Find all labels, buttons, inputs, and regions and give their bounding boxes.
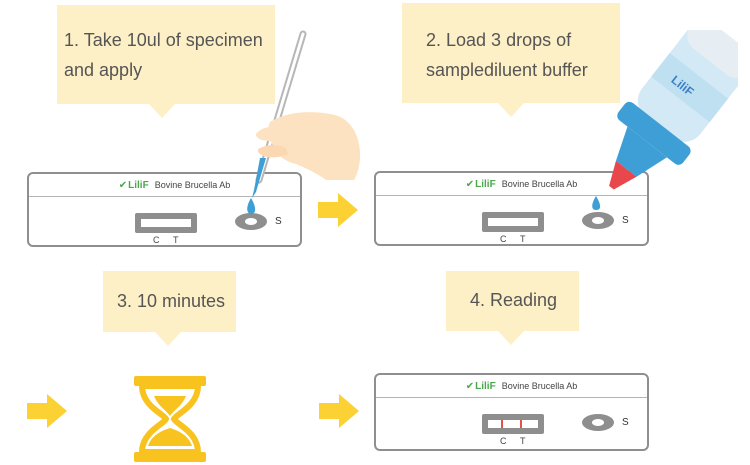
arrow-right-icon <box>318 193 358 227</box>
result-strip <box>141 219 191 227</box>
brand-logo: ✔LiliF <box>466 179 496 190</box>
step-1-line-2: and apply <box>64 60 143 80</box>
product-name: Bovine Brucella Ab <box>154 180 231 190</box>
step-4-bubble: 4. Reading <box>446 271 579 345</box>
step-2-line-2: samplediluent buffer <box>426 60 588 80</box>
step-1-bubble: 1. Take 10ul of specimen and apply <box>57 5 275 118</box>
bubble-tail <box>155 332 181 346</box>
result-strip <box>488 420 538 428</box>
brand-name: LiliF <box>475 380 496 392</box>
step-4-label: 4. Reading <box>470 290 558 310</box>
step-3-bubble: 3. 10 minutes <box>103 271 236 346</box>
result-window <box>135 213 197 233</box>
step-3-label: 3. 10 minutes <box>117 291 226 311</box>
control-line-label: C <box>500 234 507 244</box>
result-window <box>482 414 544 434</box>
test-line-label: T <box>520 234 526 244</box>
cassette-header: ✔LiliF Bovine Brucella Ab <box>29 174 300 197</box>
sample-well-label: S <box>275 216 282 227</box>
bubble-tail <box>498 103 524 117</box>
hand-icon <box>255 112 361 180</box>
test-line-label: T <box>173 235 179 245</box>
cassette-header: ✔LiliF Bovine Brucella Ab <box>376 173 647 196</box>
product-name: Bovine Brucella Ab <box>501 179 578 189</box>
dropper-bottle-icon: LiliF <box>578 30 738 210</box>
leaf-icon: ✔ <box>118 179 128 191</box>
test-line-label: T <box>520 436 526 446</box>
step-2-line-1: 2. Load 3 drops of <box>426 30 572 50</box>
pipette-hand-illustration <box>230 30 365 220</box>
arrow-right-icon <box>27 394 67 428</box>
sample-well-label: S <box>622 417 629 428</box>
test-cassette-3: ✔LiliF Bovine Brucella Ab C T S <box>374 373 649 451</box>
leaf-icon: ✔ <box>465 178 475 190</box>
control-line <box>501 420 503 428</box>
sample-well-label: S <box>622 215 629 226</box>
cassette-header: ✔LiliF Bovine Brucella Ab <box>376 375 647 398</box>
step-2-bubble: 2. Load 3 drops of samplediluent buffer <box>402 3 620 117</box>
test-line <box>520 420 522 428</box>
bubble-tail <box>149 104 175 118</box>
brand-logo: ✔LiliF <box>119 180 149 191</box>
hourglass-icon <box>134 376 206 462</box>
brand-name: LiliF <box>475 178 496 190</box>
sample-well <box>582 212 614 229</box>
arrow-right-icon <box>319 394 359 428</box>
sample-well <box>235 213 267 230</box>
control-line-label: C <box>153 235 160 245</box>
product-name: Bovine Brucella Ab <box>501 381 578 391</box>
test-cassette-2: ✔LiliF Bovine Brucella Ab C T S <box>374 171 649 246</box>
step-1-line-1: 1. Take 10ul of specimen <box>64 30 263 50</box>
control-line-label: C <box>500 436 507 446</box>
result-window <box>482 212 544 232</box>
sample-well <box>582 414 614 431</box>
brand-logo: ✔LiliF <box>466 381 496 392</box>
result-strip <box>488 218 538 226</box>
bubble-tail <box>498 331 524 345</box>
brand-name: LiliF <box>128 179 149 191</box>
leaf-icon: ✔ <box>465 380 475 392</box>
